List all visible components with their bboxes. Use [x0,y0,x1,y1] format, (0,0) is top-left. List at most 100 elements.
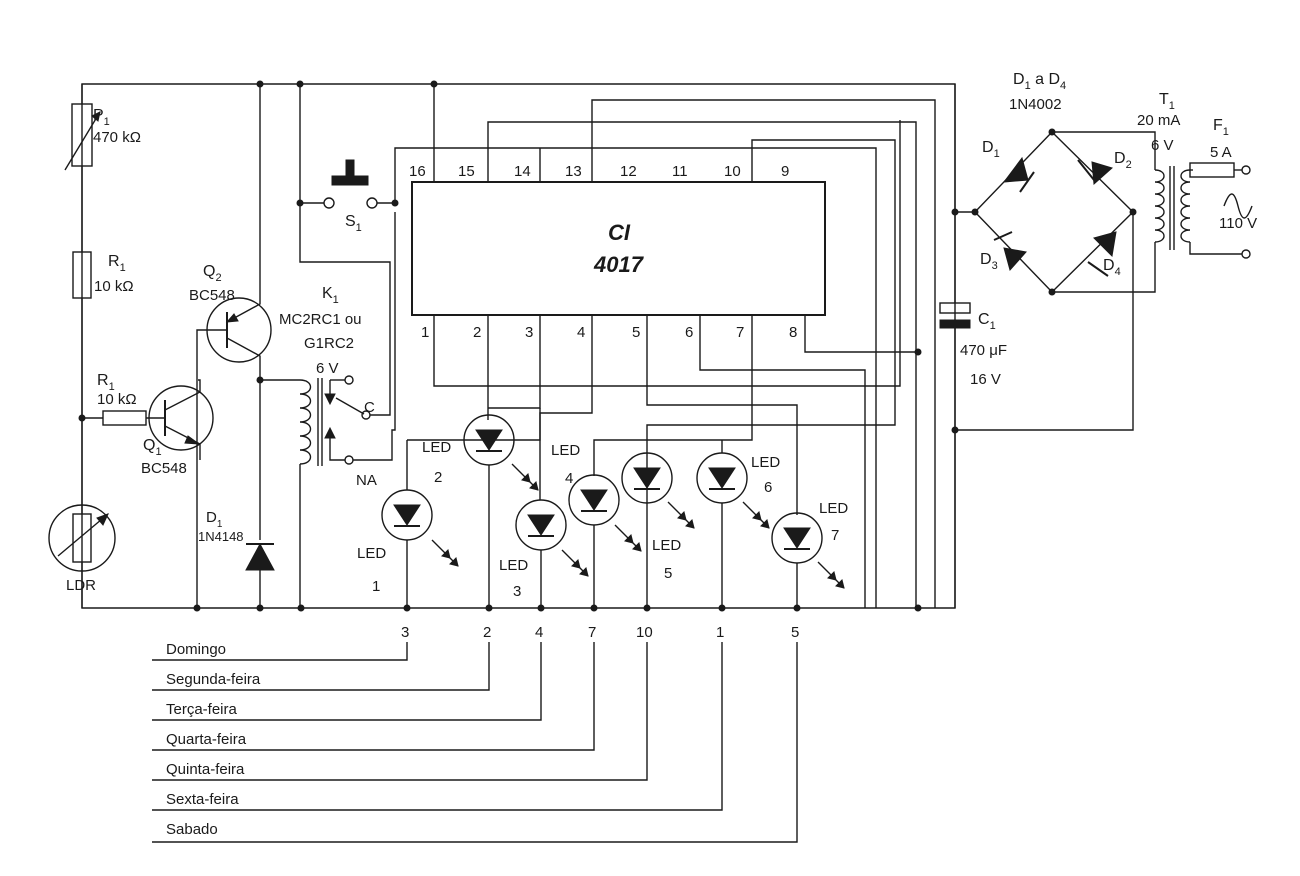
day-label-quinta: Quinta-feira [166,761,245,778]
output-num-0: 3 [401,624,409,641]
day-label-sabado: Sabado [166,821,218,838]
q2-label: Q2 [203,263,222,284]
d1-relay-part: 1N4148 [198,529,244,544]
t1-voltage: 6 V [1151,137,1174,154]
ldr-sensor: LDR [48,504,116,608]
led-6-num: 6 [764,479,772,496]
led-1-word: LED [357,545,386,562]
p1-label: P1 [93,107,110,128]
led-7: LED 7 [771,500,848,612]
r1-base-label: R1 [97,372,115,393]
f1-rating: 5 A [1210,144,1232,161]
ic-pin-11: 11 [672,163,688,180]
d1-relay-diode: D1 1N4148 [198,376,275,612]
day-label-segunda: Segunda-feira [166,671,261,688]
led-2-num: 2 [434,469,442,486]
mains-input: 110 V [1219,193,1257,232]
ldr-label: LDR [66,577,96,594]
output-num-2: 4 [535,624,543,641]
mains-voltage: 110 V [1219,215,1257,232]
bridge-d1: D1 [982,139,1000,160]
r1-resistor-top: R1 10 kΩ [72,251,134,505]
led-5-num: 5 [664,565,672,582]
output-num-3: 7 [588,624,596,641]
led-2-word: LED [422,439,451,456]
ic-part: 4017 [593,252,645,277]
ic-pin-4: 4 [577,324,585,341]
k1-common-label: C [364,399,375,416]
k1-relay: K1 MC2RC1 ou G1RC2 6 V C NA [260,80,396,612]
day-labels: Domingo Segunda-feira Terça-feira Quarta… [166,641,261,838]
d1-relay-label: D1 [206,509,223,530]
ic-pin-5: 5 [632,324,640,341]
day-label-sexta: Sexta-feira [166,791,239,808]
output-num-4: 10 [636,624,653,641]
output-num-5: 1 [716,624,724,641]
s1-pushbutton: S1 [296,147,877,608]
k1-label: K1 [322,285,339,306]
p1-value: 470 kΩ [93,129,141,146]
q2-transistor: Q2 BC548 [189,80,272,392]
day-label-terca: Terça-feira [166,701,238,718]
led-2: LED 2 [422,414,539,612]
q1-part: BC548 [141,460,187,477]
r1-top-label: R1 [108,253,126,274]
bridge-title: D1 a D4 [1013,71,1066,92]
output-num-6: 5 [791,624,799,641]
day-output-lines [152,642,798,843]
ic-pin-8: 8 [789,324,797,341]
led-4-num: 4 [565,470,573,487]
day-label-domingo: Domingo [166,641,226,658]
c1-capacitor: C1 470 μF 16 V [939,84,1134,608]
ic-top-pins: 16 15 14 13 12 11 10 9 [409,163,789,180]
k1-part-line1: MC2RC1 ou [279,311,362,328]
led-6-word: LED [751,454,780,471]
t1-current: 20 mA [1137,112,1180,129]
led-1-wire [407,408,541,441]
s1-label: S1 [345,213,362,234]
ic-pin-16: 16 [409,163,426,180]
led-1: LED 1 [357,440,459,612]
bridge-rectifier: D1 a D4 1N4002 D1 D2 D3 D4 [971,71,1137,296]
ic-name: CI [608,220,631,245]
ic-pin-10: 10 [724,163,741,180]
led-4-word: LED [551,442,580,459]
r1-base-value: 10 kΩ [97,391,137,408]
c1-value: 470 μF [960,342,1007,359]
led-3-num: 3 [513,583,521,600]
bridge-d4: D4 [1103,257,1121,278]
day-label-quarta: Quarta-feira [166,731,247,748]
ic-pin-9: 9 [781,163,789,180]
bridge-d2: D2 [1114,150,1132,171]
led-3-word: LED [499,557,528,574]
k1-part-line2: G1RC2 [304,335,354,352]
c1-voltage: 16 V [970,371,1001,388]
f1-fuse: F1 5 A [1189,117,1251,178]
ic-pin-3: 3 [525,324,533,341]
ic-wiring [430,80,936,612]
ic-pin-13: 13 [565,163,582,180]
output-num-1: 2 [483,624,491,641]
led-1-num: 1 [372,578,380,595]
k1-na-label: NA [356,472,377,489]
c1-label: C1 [978,311,996,332]
led-5-word: LED [652,537,681,554]
ic-pin-2: 2 [473,324,481,341]
ic-pin-14: 14 [514,163,531,180]
ic-bottom-pins: 1 2 3 4 5 6 7 8 [421,324,797,341]
ic-pin-15: 15 [458,163,475,180]
q1-label: Q1 [143,437,162,458]
ic-pin-7: 7 [736,324,744,341]
led-5: LED 5 [621,452,695,612]
t1-label: T1 [1159,91,1175,112]
ic-pin-6: 6 [685,324,693,341]
led-7-num: 7 [831,527,839,544]
q2-part: BC548 [189,287,235,304]
p1-potentiometer: P1 470 kΩ [64,84,141,252]
f1-label: F1 [1213,117,1229,138]
led-4: LED 4 [551,442,642,612]
t1-transformer: T1 20 mA 6 V [1052,91,1251,293]
ic-4017: CI 4017 [411,181,826,316]
output-numbers: 3 2 4 7 10 1 5 [401,624,799,641]
